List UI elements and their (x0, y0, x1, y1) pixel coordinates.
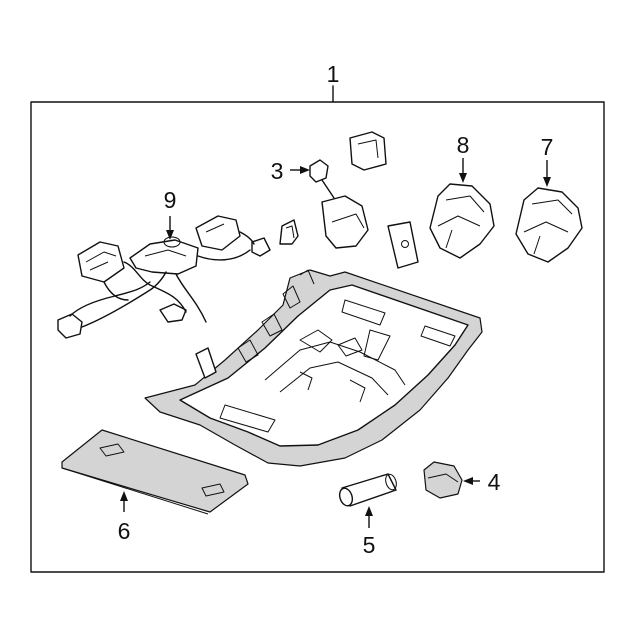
arrowhead-9 (166, 230, 174, 240)
arrowhead-7 (543, 177, 551, 187)
sunroof-switch[interactable] (515, 187, 583, 263)
callout-5: 5 (363, 532, 376, 558)
mounting-bracket[interactable] (349, 131, 387, 171)
lamp-lens[interactable] (423, 461, 463, 499)
harness-clip[interactable] (279, 219, 299, 245)
wiring-harness[interactable] (57, 215, 271, 339)
console-housing[interactable] (144, 269, 483, 467)
arrowhead-5 (365, 506, 373, 516)
arrowhead-3 (300, 166, 310, 174)
cover-panel[interactable] (61, 429, 249, 515)
callout-6: 6 (118, 518, 131, 544)
callout-9: 9 (164, 187, 177, 213)
map-lamp-switch[interactable] (429, 183, 495, 259)
callout-4: 4 (488, 469, 501, 495)
arrowhead-6 (120, 491, 128, 501)
arrowhead-8 (459, 173, 467, 183)
assembly-frame (30, 101, 605, 573)
callout-3: 3 (271, 158, 284, 184)
bulb[interactable] (338, 473, 399, 508)
arrowhead-4 (463, 477, 473, 485)
bulb-socket[interactable] (309, 159, 369, 249)
callout-8: 8 (457, 132, 470, 158)
callout-1: 1 (327, 61, 340, 87)
callout-7: 7 (541, 134, 554, 160)
retainer-plate[interactable] (387, 221, 419, 269)
